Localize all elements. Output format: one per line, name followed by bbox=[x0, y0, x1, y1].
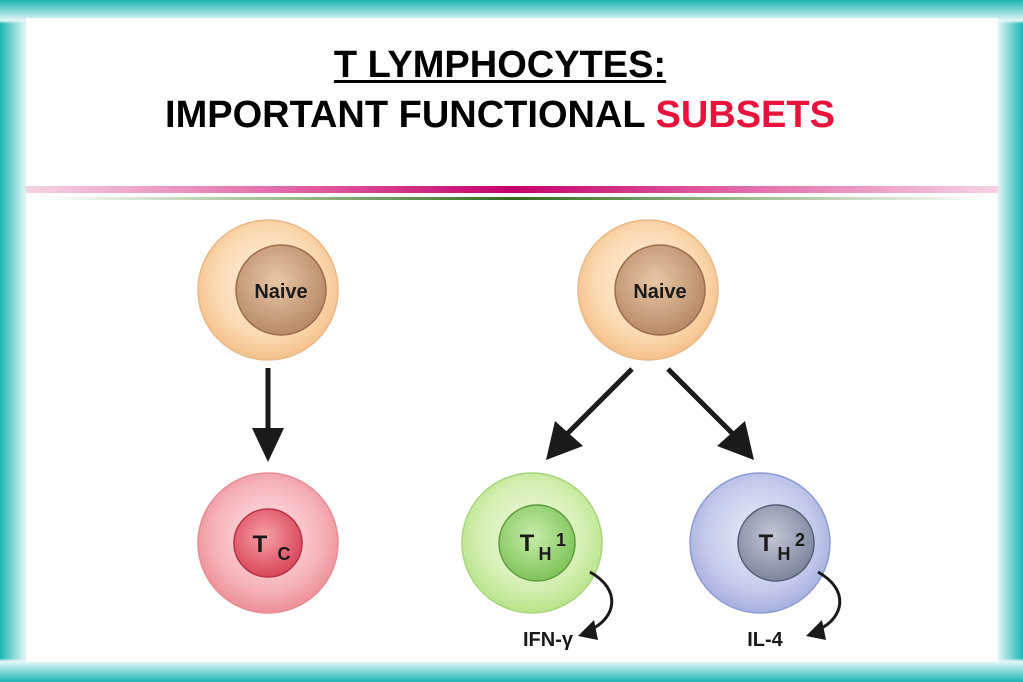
tc-cell: T C bbox=[197, 472, 339, 614]
th1-secretion-arrow bbox=[578, 570, 614, 640]
th1-label-main: T bbox=[520, 530, 535, 557]
il-4-label: IL-4 bbox=[747, 629, 783, 651]
ifn-gamma-label: IFN-γ bbox=[523, 629, 574, 651]
th2-secretion-arrow bbox=[806, 570, 842, 640]
th2-label-main: T bbox=[759, 530, 774, 557]
naive-right-label: Naive bbox=[633, 281, 686, 303]
divider-pink bbox=[26, 186, 998, 193]
arrow-naive-to-tc bbox=[252, 368, 284, 462]
th1-cell: T H 1 bbox=[461, 472, 603, 614]
title-line-2-prefix: IMPORTANT FUNCTIONAL bbox=[165, 94, 656, 136]
arrow-naive-to-th1 bbox=[546, 367, 634, 460]
arrow-naive-to-th2 bbox=[666, 367, 754, 460]
divider-green bbox=[40, 197, 990, 200]
naive-cell-left: Naive bbox=[197, 219, 339, 361]
th2-label-number: 2 bbox=[795, 530, 805, 550]
naive-cell-right: Naive bbox=[577, 219, 719, 361]
th1-label-sub: H bbox=[539, 544, 552, 564]
tc-label-main: T bbox=[253, 531, 268, 558]
naive-left-label: Naive bbox=[254, 281, 307, 303]
title-line-2-accent: SUBSETS bbox=[655, 94, 835, 136]
th2-label-sub: H bbox=[778, 544, 791, 564]
slide-title: T LYMPHOCYTES: IMPORTANT FUNCTIONAL SUBS… bbox=[0, 40, 1000, 140]
th2-cell: T H 2 bbox=[689, 472, 831, 614]
title-line-1: T LYMPHOCYTES: bbox=[333, 44, 667, 86]
title-line-2: IMPORTANT FUNCTIONAL SUBSETS bbox=[0, 90, 1000, 140]
th1-label-number: 1 bbox=[556, 530, 566, 550]
tc-label-sub: C bbox=[278, 544, 291, 564]
